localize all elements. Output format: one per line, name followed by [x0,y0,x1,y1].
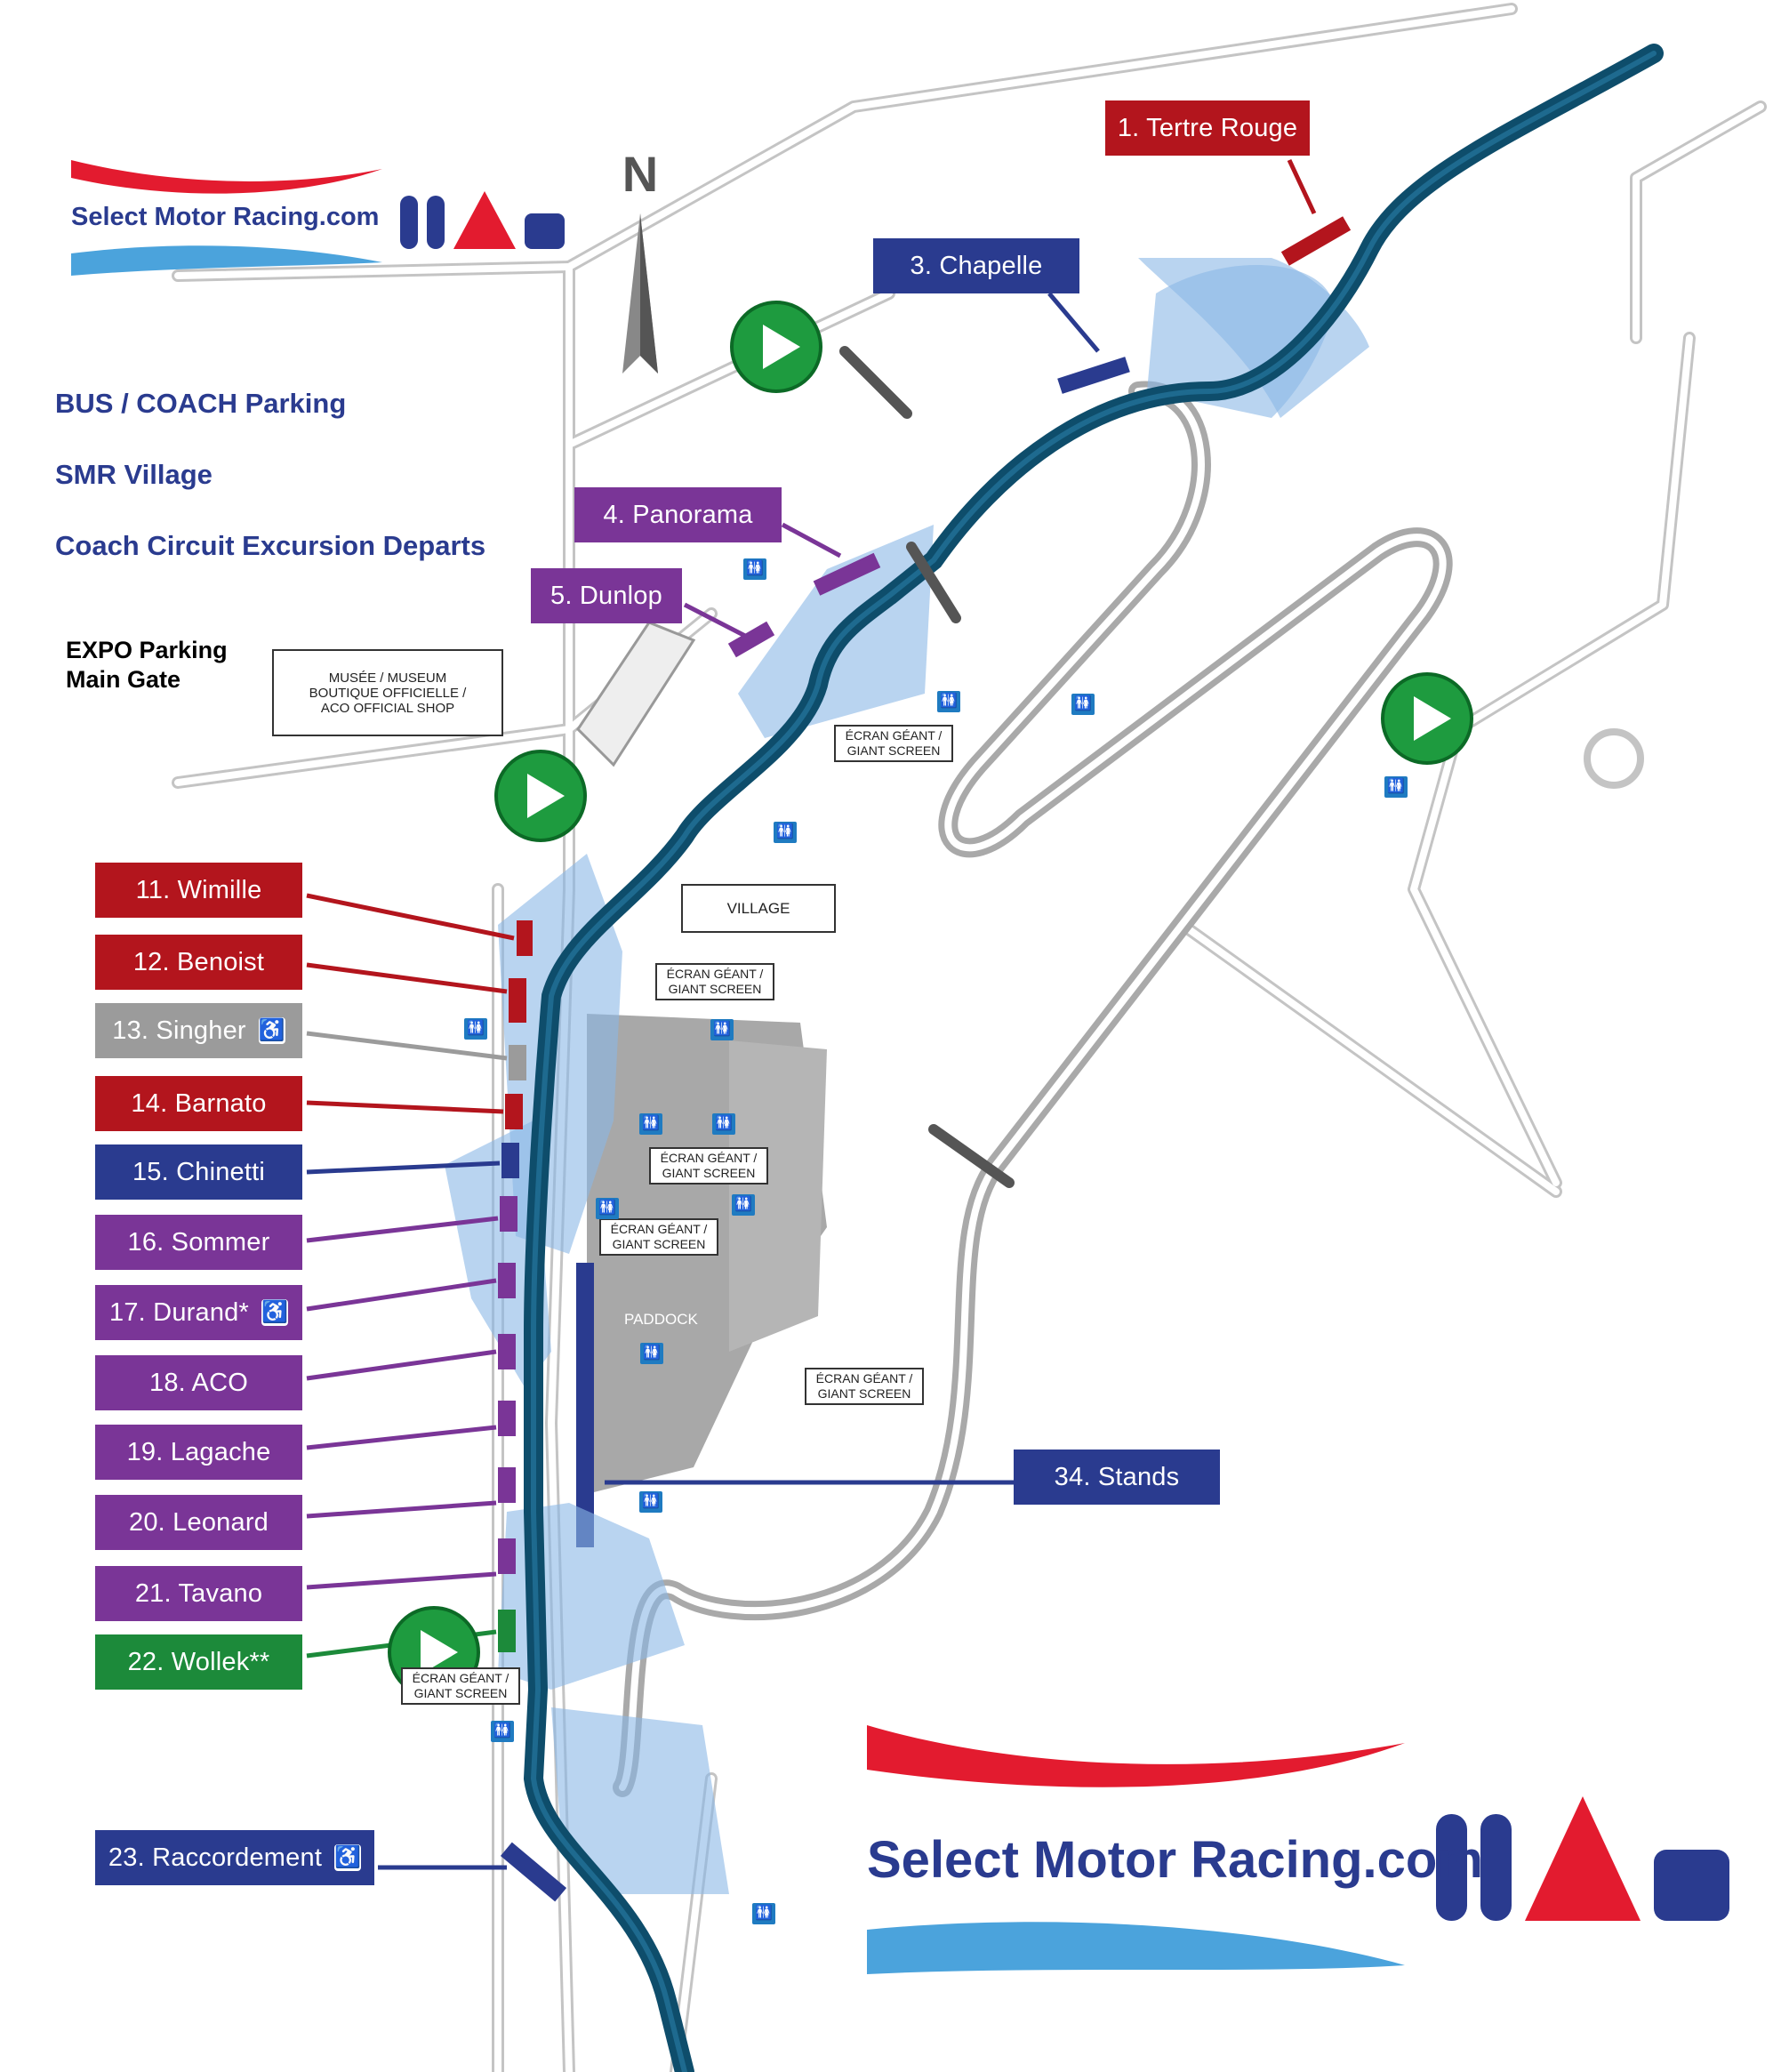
toilet-icon: 🚻 [743,558,766,580]
legend-smr-village: SMR Village [55,459,213,490]
toilet-icon: 🚻 [1384,776,1408,798]
grandstand-label-durand[interactable]: 17. Durand*♿ [95,1285,302,1340]
grandstand-label-tertre-rouge[interactable]: 1. Tertre Rouge [1105,100,1310,156]
bridges [839,346,1015,1188]
toilet-icon: 🚻 [639,1491,662,1513]
compass-arrow [622,213,658,373]
grandstand-label-leonard[interactable]: 20. Leonard [95,1495,302,1550]
brand-car-emblem-small [400,191,565,249]
toilet-icon: 🚻 [491,1721,514,1742]
giant-screen-box-2: ÉCRAN GÉANT / GIANT SCREEN [655,963,774,1000]
grandstand-segments [498,216,1352,1902]
grandstand-label-wollek[interactable]: 22. Wollek** [95,1634,302,1690]
brand-red-swoosh-small [71,160,382,194]
brand-name-small: Select Motor Racing.com [71,203,380,231]
brand-car-emblem-large [1436,1796,1729,1921]
grandstand-label-benoist[interactable]: 12. Benoist [95,935,302,990]
village-box: VILLAGE [681,884,836,933]
wheelchair-icon: ♿ [258,1017,285,1044]
grandstand-label-sommer[interactable]: 16. Sommer [95,1215,302,1270]
museum-shop-box: MUSÉE / MUSEUM BOUTIQUE OFFICIELLE / ACO… [272,649,503,736]
grandstand-label-wimille[interactable]: 11. Wimille [95,863,302,918]
brand-name-large: Select Motor Racing.com [867,1831,1483,1889]
grandstand-label-panorama[interactable]: 4. Panorama [574,487,782,542]
toilet-icon: 🚻 [732,1194,755,1216]
legend-coach-excursion: Coach Circuit Excursion Departs [55,530,486,561]
toilet-icon: 🚻 [596,1198,619,1219]
grandstand-label-chinetti[interactable]: 15. Chinetti [95,1144,302,1200]
brand-red-swoosh-large [867,1725,1405,1787]
compass-label: N [622,146,658,202]
grandstand-label-dunlop[interactable]: 5. Dunlop [531,568,682,623]
grandstand-label-tavano[interactable]: 21. Tavano [95,1566,302,1621]
roundabout [1584,728,1644,789]
wheelchair-icon: ♿ [261,1299,289,1326]
toilet-icon: 🚻 [1071,694,1095,715]
giant-screen-box-4: ÉCRAN GÉANT / GIANT SCREEN [599,1218,718,1256]
grandstand-label-raccordement[interactable]: 23. Raccordement♿ [95,1830,374,1885]
expo-parking-label: EXPO Parking Main Gate [66,636,228,695]
toilet-icon: 🚻 [640,1343,663,1364]
brand-blue-swoosh-small [71,245,382,276]
grandstand-label-chapelle[interactable]: 3. Chapelle [873,238,1079,293]
toilet-icon: 🚻 [710,1019,734,1040]
grandstand-label-lagache[interactable]: 19. Lagache [95,1425,302,1480]
giant-screen-box-5: ÉCRAN GÉANT / GIANT SCREEN [805,1368,924,1405]
grandstand-label-singher[interactable]: 13. Singher♿ [95,1003,302,1058]
toilet-icon: 🚻 [712,1113,735,1135]
toilet-icon: 🚻 [937,691,960,712]
paddock-label: PADDOCK [624,1311,698,1328]
giant-screen-box-6: ÉCRAN GÉANT / GIANT SCREEN [401,1667,520,1705]
pit-lane [576,1263,594,1547]
wheelchair-icon: ♿ [334,1844,362,1871]
grandstand-label-barnato[interactable]: 14. Barnato [95,1076,302,1131]
expo-line-1: EXPO Parking [66,637,228,663]
giant-screen-box-1: ÉCRAN GÉANT / GIANT SCREEN [834,725,953,762]
grandstand-label-aco[interactable]: 18. ACO [95,1355,302,1410]
museum-building [576,621,696,767]
toilet-icon: 🚻 [774,822,797,843]
legend-bus-parking: BUS / COACH Parking [55,388,347,419]
giant-screen-box-3: ÉCRAN GÉANT / GIANT SCREEN [649,1147,768,1185]
grandstand-label-stands[interactable]: 34. Stands [1014,1450,1220,1505]
toilet-icon: 🚻 [639,1113,662,1135]
brand-blue-swoosh-large [867,1922,1405,1974]
toilet-icon: 🚻 [464,1018,487,1040]
toilet-icon: 🚻 [752,1903,775,1924]
expo-line-2: Main Gate [66,666,181,693]
